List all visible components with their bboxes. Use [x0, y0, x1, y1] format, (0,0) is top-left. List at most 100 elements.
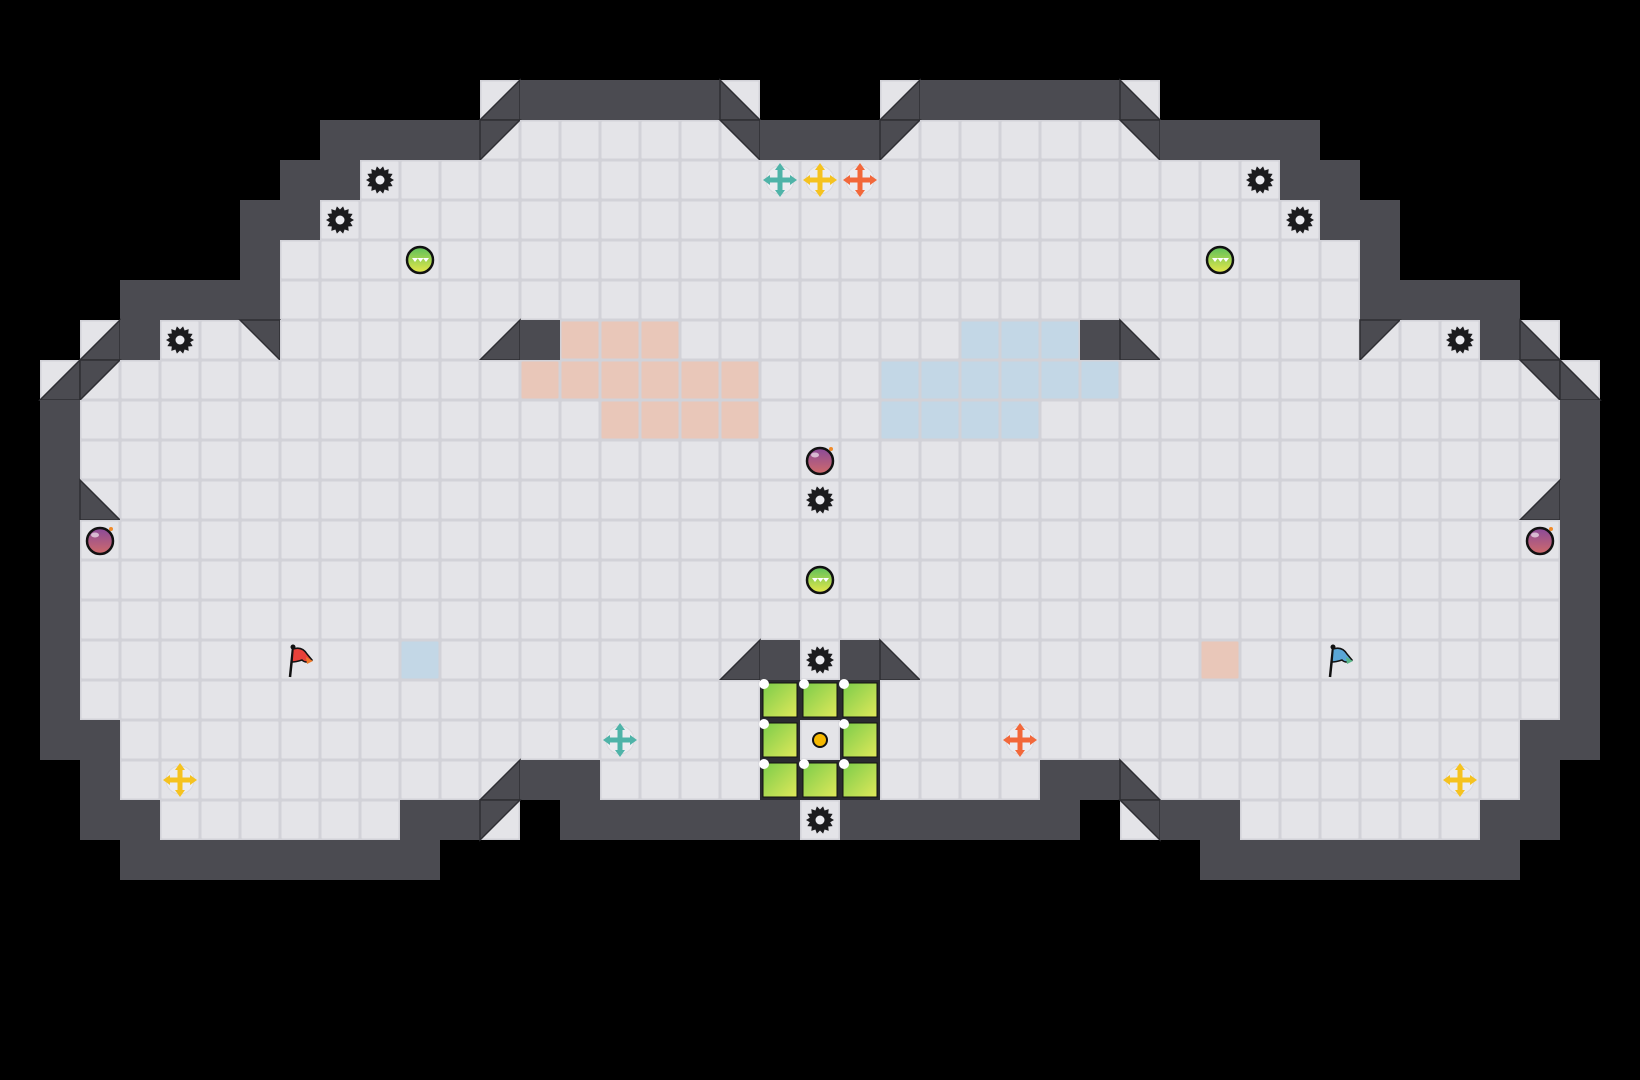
floor-tile: [840, 320, 880, 360]
floor-tile: [480, 560, 520, 600]
floor-tile: [1240, 720, 1280, 760]
floor-tile: [480, 640, 520, 680]
floor-tile: [200, 600, 240, 640]
blue-endzone-tile: [880, 360, 920, 400]
floor-tile: [960, 600, 1000, 640]
floor-tile: [520, 640, 560, 680]
floor-tile: [560, 560, 600, 600]
floor-tile: [800, 360, 840, 400]
wall-tile: [1560, 520, 1600, 560]
floor-tile: [1360, 560, 1400, 600]
floor-tile: [1160, 280, 1200, 320]
floor-tile: [1160, 440, 1200, 480]
wall-tile: [40, 440, 80, 480]
green-gate-icon: [839, 679, 880, 720]
floor-tile: [320, 480, 360, 520]
floor-tile: [440, 600, 480, 640]
floor-tile: [1120, 640, 1160, 680]
floor-tile: [80, 440, 120, 480]
floor-tile: [640, 280, 680, 320]
floor-tile: [600, 640, 640, 680]
floor-tile: [600, 680, 640, 720]
floor-tile: [560, 400, 600, 440]
floor-tile: [1200, 400, 1240, 440]
floor-tile: [520, 200, 560, 240]
floor-tile: [1000, 640, 1040, 680]
floor-tile: [840, 520, 880, 560]
floor-tile: [440, 160, 480, 200]
floor-tile: [920, 200, 960, 240]
diagonal-wall-tile: [1559, 358, 1602, 401]
floor-tile: [1400, 720, 1440, 760]
floor-tile: [480, 280, 520, 320]
floor-tile: [1400, 640, 1440, 680]
floor-tile: [1200, 600, 1240, 640]
floor-tile: [1240, 280, 1280, 320]
floor-tile: [640, 240, 680, 280]
wall-tile: [200, 280, 240, 320]
diagonal-wall-tile: [1518, 359, 1561, 402]
floor-tile: [720, 480, 760, 520]
floor-tile: [1280, 520, 1320, 560]
floor-tile: [920, 280, 960, 320]
floor-tile: [1320, 280, 1360, 320]
floor-tile: [960, 280, 1000, 320]
floor-tile: [880, 200, 920, 240]
floor-tile: [480, 160, 520, 200]
diagonal-wall-tile: [1518, 478, 1561, 521]
wall-tile: [600, 80, 640, 120]
floor-tile: [640, 640, 680, 680]
wall-tile: [520, 320, 560, 360]
wall-tile: [880, 800, 920, 840]
floor-tile: [680, 120, 720, 160]
floor-tile: [1280, 680, 1320, 720]
wall-tile: [640, 800, 680, 840]
floor-tile: [1280, 720, 1320, 760]
floor-tile: [400, 400, 440, 440]
blue-flag-icon: [1328, 644, 1354, 678]
floor-tile: [880, 280, 920, 320]
wall-tile: [1000, 800, 1040, 840]
wall-tile: [1040, 80, 1080, 120]
floor-tile: [1440, 640, 1480, 680]
floor-tile: [320, 680, 360, 720]
floor-tile: [1360, 800, 1400, 840]
floor-tile: [1520, 400, 1560, 440]
floor-tile: [880, 520, 920, 560]
wall-tile: [1240, 120, 1280, 160]
wall-tile: [40, 400, 80, 440]
diagonal-wall-tile: [879, 638, 922, 681]
floor-tile: [880, 160, 920, 200]
wall-tile: [1280, 840, 1320, 880]
floor-tile: [1160, 240, 1200, 280]
floor-tile: [1480, 520, 1520, 560]
floor-tile: [480, 480, 520, 520]
spike-icon: [366, 166, 394, 194]
floor-tile: [200, 680, 240, 720]
floor-tile: [800, 400, 840, 440]
floor-tile: [120, 480, 160, 520]
floor-tile: [1480, 400, 1520, 440]
floor-tile: [1320, 760, 1360, 800]
wall-tile: [1320, 160, 1360, 200]
floor-tile: [480, 680, 520, 720]
blue-endzone-tile: [1080, 360, 1120, 400]
floor-tile: [200, 800, 240, 840]
floor-tile: [1520, 440, 1560, 480]
floor-tile: [360, 400, 400, 440]
wall-tile: [200, 840, 240, 880]
red-endzone-tile: [560, 320, 600, 360]
floor-tile: [960, 720, 1000, 760]
floor-tile: [360, 560, 400, 600]
wall-tile: [280, 200, 320, 240]
red-endzone-tile: [560, 360, 600, 400]
floor-tile: [800, 600, 840, 640]
wall-tile: [160, 280, 200, 320]
floor-tile: [120, 600, 160, 640]
wall-tile: [1560, 440, 1600, 480]
floor-tile: [360, 440, 400, 480]
floor-tile: [1440, 720, 1480, 760]
floor-tile: [200, 480, 240, 520]
floor-tile: [1480, 640, 1520, 680]
floor-tile: [1400, 400, 1440, 440]
